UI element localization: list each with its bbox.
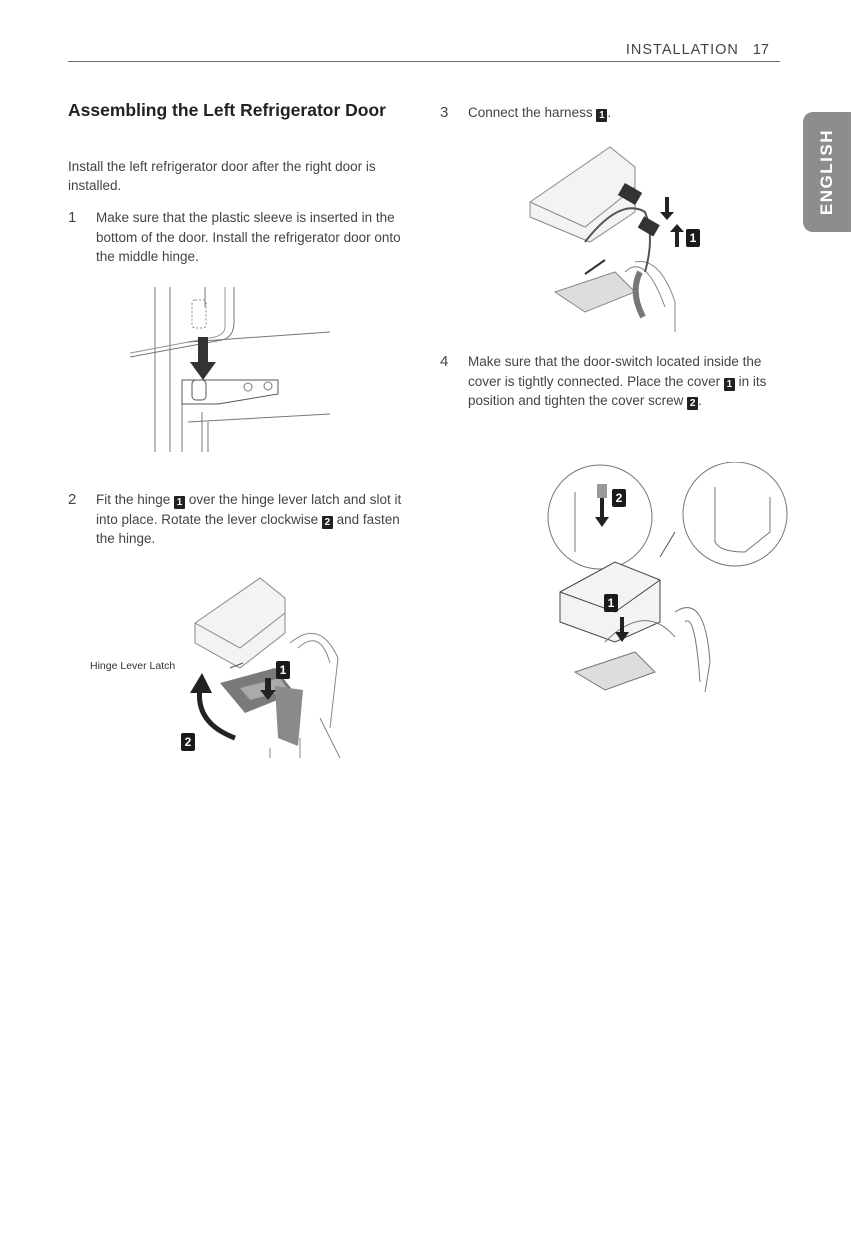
callout-1: 1 <box>276 661 290 679</box>
language-tab-label: ENGLISH <box>817 128 836 216</box>
header-rule <box>68 61 780 62</box>
hinge-lever-latch-label: Hinge Lever Latch <box>90 660 176 672</box>
step-text: Fit the hinge 1 over the hinge lever lat… <box>96 490 402 549</box>
step-2: 2 Fit the hinge 1 over the hinge lever l… <box>68 490 403 560</box>
door-hinge-figure <box>130 287 330 452</box>
marker-2: 2 <box>687 397 699 410</box>
step-3: 3 Connect the harness 1. <box>440 103 780 127</box>
intro-paragraph: Install the left refrigerator door after… <box>68 159 376 193</box>
marker-2: 2 <box>321 515 333 529</box>
marker-1: 1 <box>596 109 608 122</box>
step-text-part: in its position and tighten the cover sc… <box>468 373 767 409</box>
step-text: Make sure that the door-switch located i… <box>468 352 778 411</box>
step-text-part: over the hinge lever latch and slot it i… <box>96 492 402 527</box>
step-text: Connect the harness 1. <box>468 103 611 123</box>
callout-1: 1 <box>604 594 618 612</box>
language-tab: ENGLISH <box>803 112 851 232</box>
section-title: INSTALLATION <box>625 42 739 58</box>
section-heading: Assembling the Left Refrigerator Door <box>68 100 386 120</box>
step-text-part: and fasten the hinge. <box>96 511 400 547</box>
step-4: 4 Make sure that the door-switch located… <box>440 352 785 436</box>
callout-2: 2 <box>181 733 195 751</box>
harness-figure <box>529 146 684 332</box>
step-text: Make sure that the plastic sleeve is ins… <box>96 210 401 264</box>
step-1: 1 Make sure that the plastic sleeve is i… <box>68 208 403 278</box>
step-text-part: Fit the hinge <box>96 492 171 507</box>
running-header: INSTALLATION 17 <box>626 42 769 58</box>
step-number: 4 <box>440 353 449 370</box>
marker-1: 1 <box>174 496 186 509</box>
cover-screw-figure <box>547 462 788 692</box>
step-text-part: . <box>698 393 702 408</box>
step-number: 3 <box>440 104 449 121</box>
marker-1: 1 <box>723 377 735 391</box>
page-number: 17 <box>752 42 769 58</box>
step-number: 2 <box>68 491 77 508</box>
callout-2: 2 <box>612 489 626 507</box>
step-text-part: Connect the harness <box>468 105 593 120</box>
step-number: 1 <box>68 209 77 226</box>
step-text-part: . <box>607 105 612 120</box>
callout-1: 1 <box>686 229 700 247</box>
hinge-lever-figure <box>190 577 341 758</box>
step-text-part: Make sure that the door-switch located i… <box>468 354 762 389</box>
